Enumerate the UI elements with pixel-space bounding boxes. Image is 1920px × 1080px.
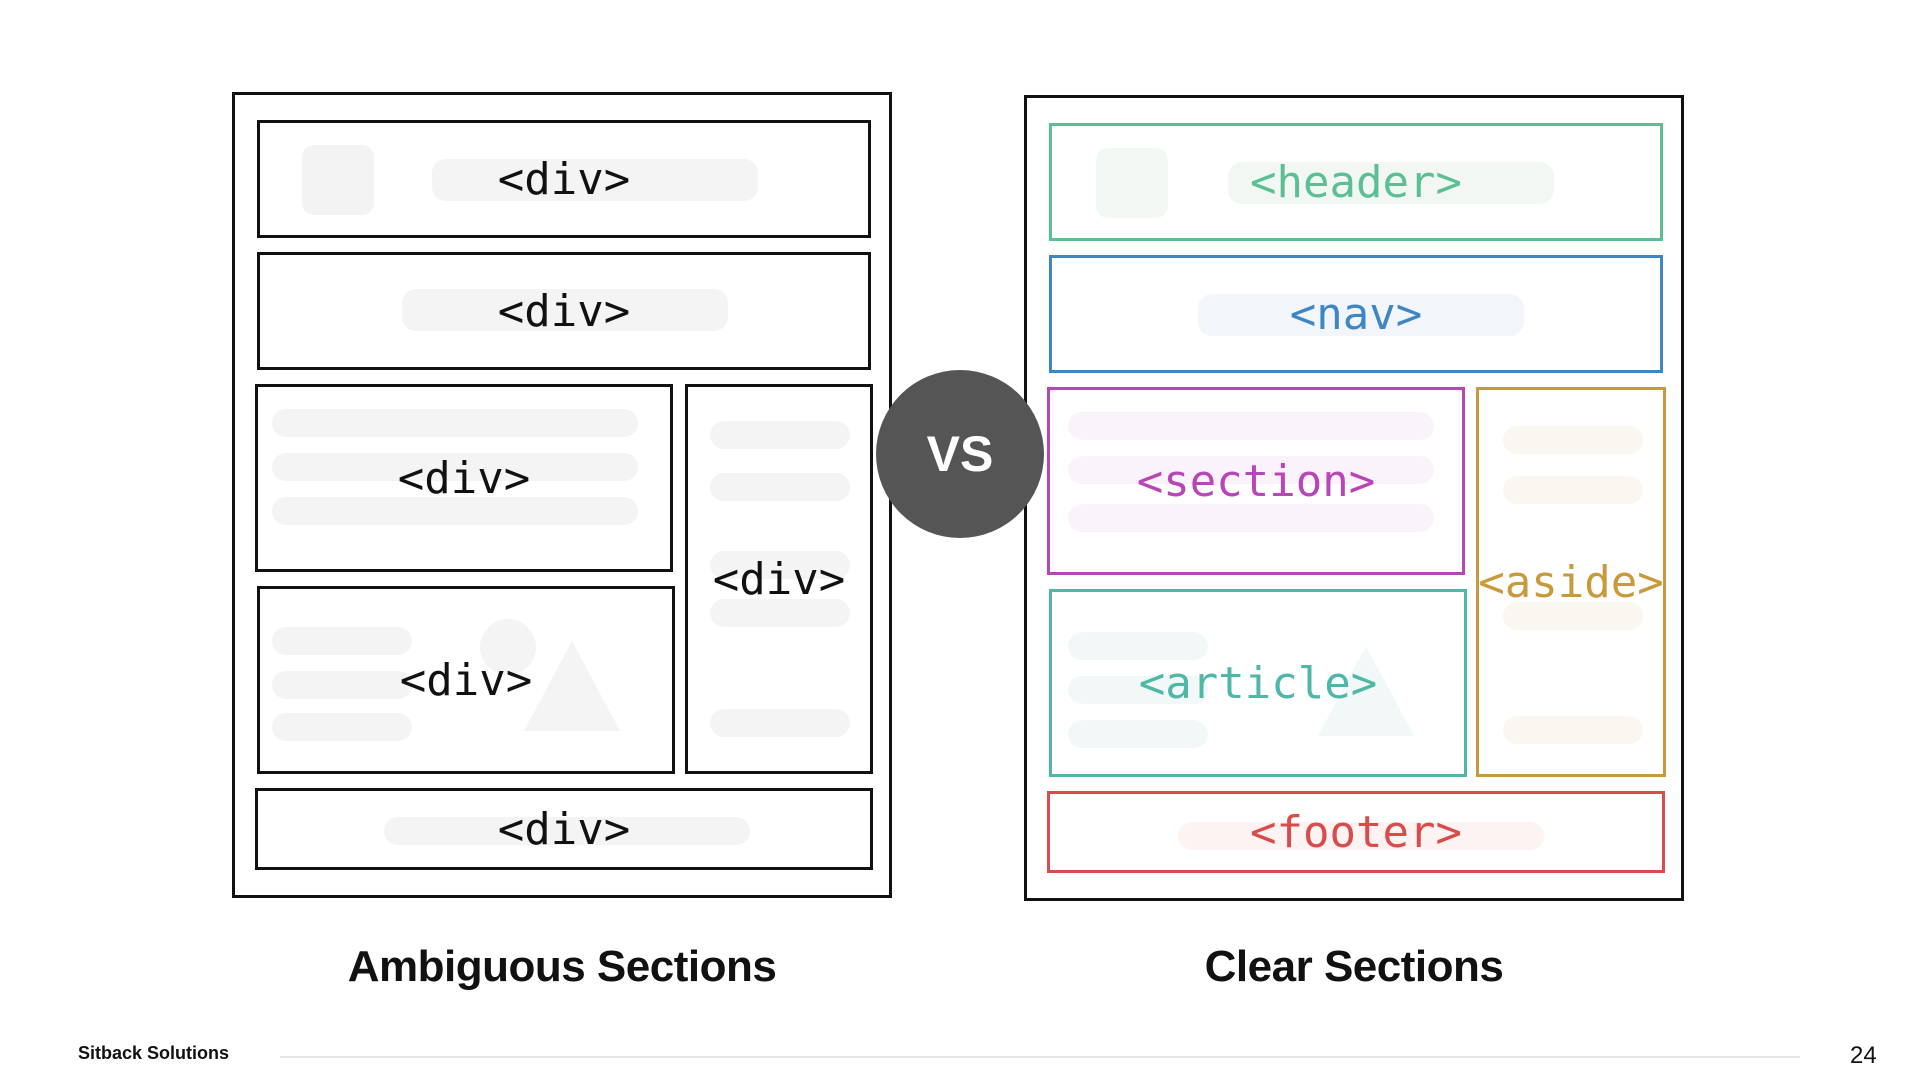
div-label-main: <div>	[397, 452, 531, 504]
div-box-second: <div>	[257, 252, 871, 370]
header-box: <header>	[1049, 123, 1663, 241]
div-label-top: <div>	[497, 153, 631, 205]
div-box-top: <div>	[257, 120, 871, 238]
clear-sections-caption: Clear Sections	[1204, 942, 1504, 991]
footer-divider	[280, 1056, 1800, 1058]
section-box: <section>	[1047, 387, 1465, 575]
header-label: <header>	[1250, 156, 1462, 208]
div-label-side: <div>	[712, 553, 846, 605]
section-label: <section>	[1136, 455, 1376, 507]
aside-label: <aside>	[1478, 556, 1664, 608]
div-box-main: <div>	[255, 384, 673, 572]
footer-box: <footer>	[1047, 791, 1665, 873]
div-box-lower: <div>	[257, 586, 675, 774]
page-number: 24	[1850, 1042, 1877, 1069]
div-box-side: <div>	[685, 384, 873, 774]
aside-box: <aside>	[1476, 387, 1666, 777]
footer-label: <footer>	[1250, 806, 1462, 858]
div-label-bottom: <div>	[497, 803, 631, 855]
brand-name: Sitback Solutions	[78, 1043, 230, 1063]
article-label: <article>	[1138, 657, 1378, 709]
div-box-bottom: <div>	[255, 788, 873, 870]
nav-label: <nav>	[1289, 288, 1423, 340]
nav-box: <nav>	[1049, 255, 1663, 373]
div-label-lower: <div>	[399, 654, 533, 706]
vs-badge: VS	[876, 370, 1044, 538]
div-label-second: <div>	[497, 285, 631, 337]
article-box: <article>	[1049, 589, 1467, 777]
ambiguous-sections-caption: Ambiguous Sections	[347, 942, 777, 991]
